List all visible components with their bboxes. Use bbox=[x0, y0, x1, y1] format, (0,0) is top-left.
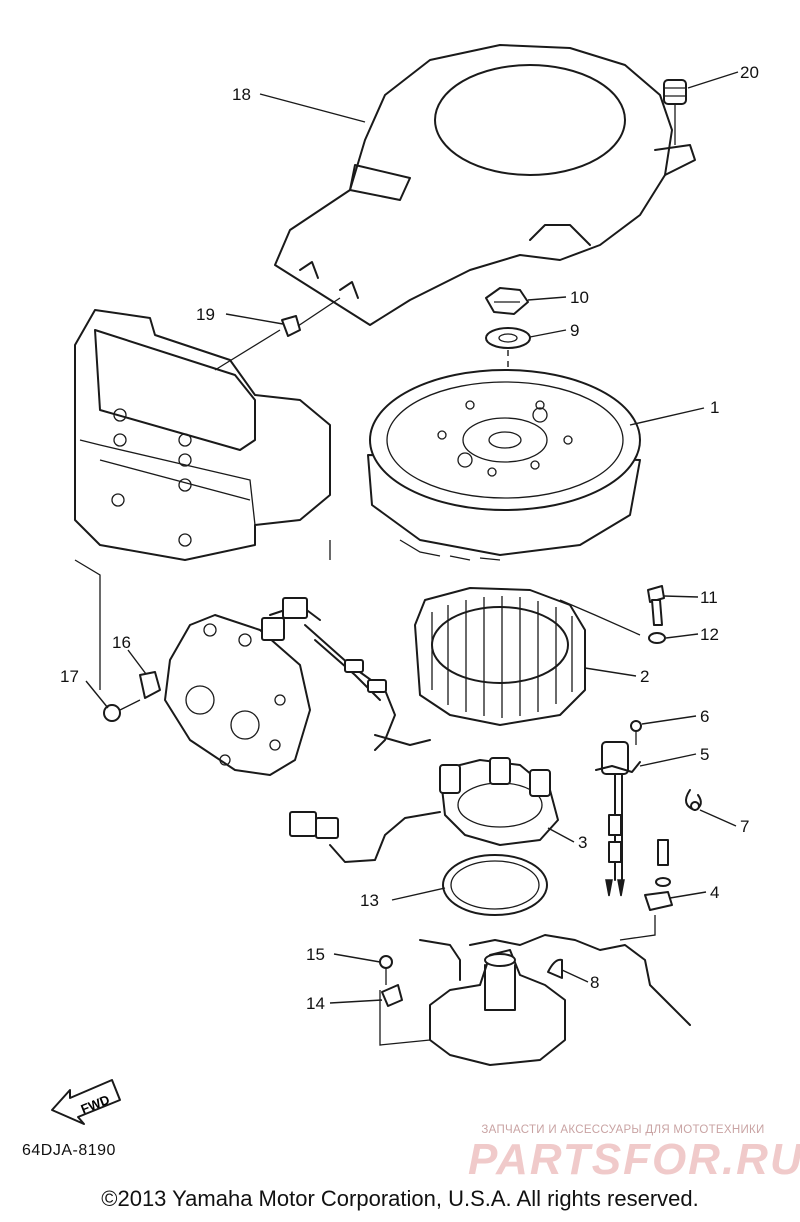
callout-11: 11 bbox=[700, 588, 718, 607]
callout-12: 12 bbox=[700, 625, 719, 644]
callout-17: 17 bbox=[60, 667, 79, 686]
callout-18: 18 bbox=[232, 85, 251, 104]
watermark-tagline: ЗАПЧАСТИ И АКСЕССУАРЫ ДЛЯ МОТОТЕХНИКИ bbox=[481, 1124, 765, 1136]
flywheel-nut bbox=[485, 287, 529, 315]
flywheel-magneto bbox=[367, 369, 641, 561]
stator-harness bbox=[261, 597, 431, 751]
callout-19: 19 bbox=[196, 305, 215, 324]
stator-coil bbox=[414, 587, 641, 726]
callout-1: 1 bbox=[710, 398, 719, 417]
callout-6: 6 bbox=[700, 707, 709, 726]
callout-labels: 1 2 3 4 5 6 7 8 9 10 11 12 13 14 15 16 1… bbox=[60, 63, 759, 1013]
wire-clip bbox=[139, 671, 161, 699]
callout-13: 13 bbox=[360, 891, 379, 910]
bracket-housing bbox=[164, 614, 311, 776]
callout-7: 7 bbox=[740, 817, 749, 836]
holder-screw bbox=[379, 955, 393, 985]
lead-screw bbox=[630, 720, 642, 745]
flywheel-cover bbox=[274, 44, 696, 326]
grommet bbox=[663, 79, 687, 145]
cable-holder bbox=[619, 839, 673, 941]
callout-14: 14 bbox=[306, 994, 325, 1013]
stator-washer bbox=[648, 632, 666, 644]
leader-lines bbox=[85, 71, 739, 1004]
callout-4: 4 bbox=[710, 883, 719, 902]
woodruff-key bbox=[547, 958, 563, 979]
clip-screw bbox=[103, 699, 141, 722]
callout-5: 5 bbox=[700, 745, 709, 764]
ground-lead bbox=[595, 741, 641, 897]
stator-bolt bbox=[647, 585, 665, 626]
fwd-arrow-icon: FWD bbox=[51, 1079, 121, 1125]
diagram-code: 64DJA-8190 bbox=[22, 1142, 116, 1159]
callout-16: 16 bbox=[112, 633, 131, 652]
wire-clamp bbox=[685, 789, 702, 811]
watermark: ЗАПЧАСТИ И АКСЕССУАРЫ ДЛЯ МОТОТЕХНИКИ PA… bbox=[468, 1124, 800, 1184]
base-assembly bbox=[379, 934, 691, 1066]
callout-20: 20 bbox=[740, 63, 759, 82]
engine-block bbox=[74, 309, 331, 690]
callout-3: 3 bbox=[578, 833, 587, 852]
wire-holder bbox=[381, 984, 403, 1007]
copyright-notice: ©2013 Yamaha Motor Corporation, U.S.A. A… bbox=[101, 1186, 699, 1211]
cover-bolt bbox=[214, 297, 341, 371]
callout-10: 10 bbox=[570, 288, 589, 307]
callout-9: 9 bbox=[570, 321, 579, 340]
watermark-logo: PARTSFOR.RU bbox=[468, 1135, 800, 1184]
callout-2: 2 bbox=[640, 667, 649, 686]
stator-ring bbox=[442, 854, 548, 916]
pulser-coil bbox=[289, 757, 559, 863]
callout-15: 15 bbox=[306, 945, 325, 964]
callout-8: 8 bbox=[590, 973, 599, 992]
